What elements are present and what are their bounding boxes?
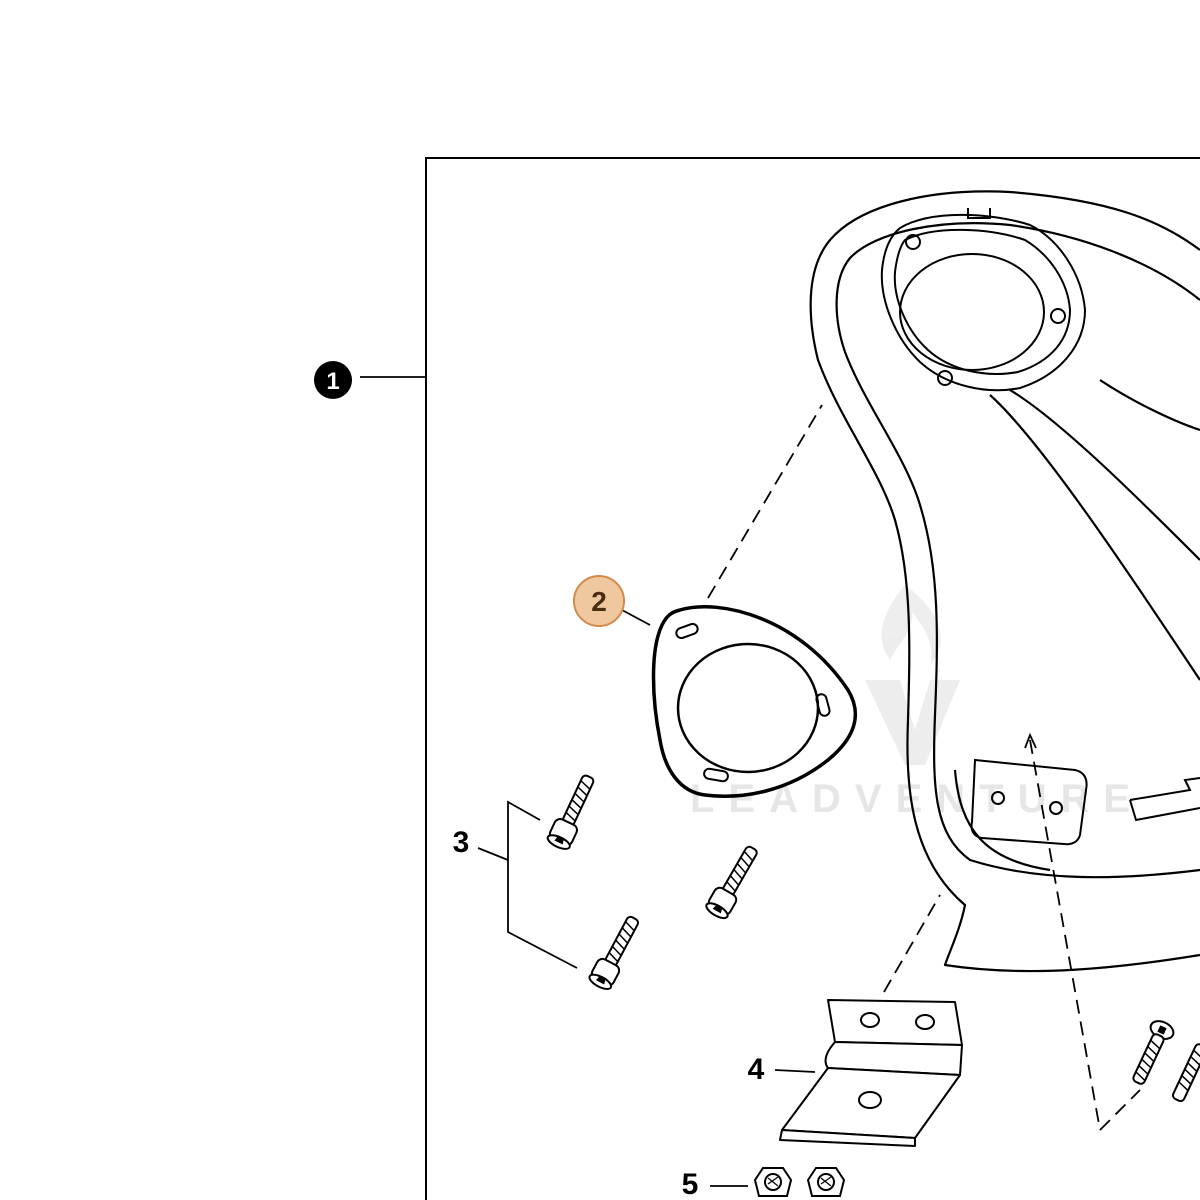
- top-plate-outline: [880, 213, 1087, 392]
- leader-4: [774, 1069, 816, 1073]
- bolt-upper-left: [546, 774, 595, 850]
- bracket-lower-slot: [970, 758, 1200, 846]
- gasket-slot-3: [703, 767, 729, 783]
- bolt-right-2: [1171, 1043, 1200, 1103]
- nuts-part: [753, 1167, 846, 1197]
- top-plate-hole-1: [905, 234, 921, 250]
- callout-4-label: 4: [748, 1053, 765, 1086]
- bracket-ridge-line-2: [1009, 389, 1200, 561]
- top-plate-opening: [899, 253, 1045, 371]
- gasket-inner-opening: [676, 642, 820, 774]
- clip-hole-2: [915, 1014, 935, 1030]
- guide-line-right-bolt-2: [1099, 1089, 1141, 1131]
- gasket-slot-1: [675, 622, 699, 640]
- top-plate-hole-3: [937, 370, 953, 386]
- group-bracket-frame: [425, 157, 1200, 1200]
- bolt-lower-left: [588, 915, 639, 990]
- gasket-part: [651, 605, 858, 798]
- callout-1: 1: [314, 361, 352, 399]
- bolt-middle: [705, 845, 758, 920]
- nut-2: [806, 1167, 846, 1197]
- leader-2: [621, 609, 651, 626]
- top-plate-hole-2: [1050, 308, 1066, 324]
- bracket-ridge-line: [989, 394, 1200, 681]
- leader-3: [477, 847, 509, 861]
- main-bracket: [809, 190, 1200, 973]
- gasket-outer-outline: [651, 605, 858, 798]
- watermark-text: LEADVENTURE: [690, 777, 1144, 821]
- guide-arrow-tip-icon: [1024, 732, 1037, 749]
- clip-top-face: [827, 999, 963, 1046]
- watermark-flame-icon: [881, 585, 941, 665]
- watermark-v-icon: [865, 680, 960, 765]
- bolts-part: [546, 774, 1200, 1103]
- clip-hole-3: [858, 1091, 882, 1109]
- top-mounting-plate: [880, 208, 1087, 392]
- mounting-clip-part: [779, 999, 963, 1147]
- callout-1-badge: [314, 361, 352, 399]
- slot-hole-1: [991, 791, 1005, 805]
- callout-2[interactable]: 2: [573, 575, 625, 627]
- slot-hole-2: [1049, 801, 1063, 815]
- callout-2-badge[interactable]: [573, 575, 625, 627]
- slot-plate-outline: [970, 758, 1088, 846]
- watermark: LEADVENTURE: [690, 585, 1144, 821]
- bolt-right-1: [1132, 1020, 1175, 1085]
- guide-line-right-bolt: [1029, 739, 1101, 1131]
- guide-line-gasket: [707, 404, 823, 599]
- clip-bottom-lip: [779, 1129, 916, 1147]
- nut-1: [753, 1167, 793, 1197]
- leader-lines: [360, 376, 816, 1187]
- bracket-outer-outline: [809, 190, 1200, 973]
- leader-3-bracket: [507, 800, 578, 969]
- gasket-slot-2: [815, 693, 831, 717]
- callout-2-label: 2: [591, 586, 607, 617]
- top-plate-tab: [967, 208, 991, 219]
- clip-hole-1: [860, 1012, 880, 1028]
- callout-1-label: 1: [326, 368, 339, 395]
- guide-line-clip: [883, 894, 941, 993]
- assembly-guide-lines: [707, 404, 1141, 1131]
- top-plate-inner-outline: [893, 228, 1072, 375]
- bracket-ridge-line-3: [1099, 379, 1200, 432]
- direction-arrow-icon: [1129, 777, 1200, 822]
- bracket-inner-outline: [835, 222, 1200, 879]
- callout-3-label: 3: [453, 826, 470, 859]
- callout-5-label: 5: [682, 1168, 699, 1200]
